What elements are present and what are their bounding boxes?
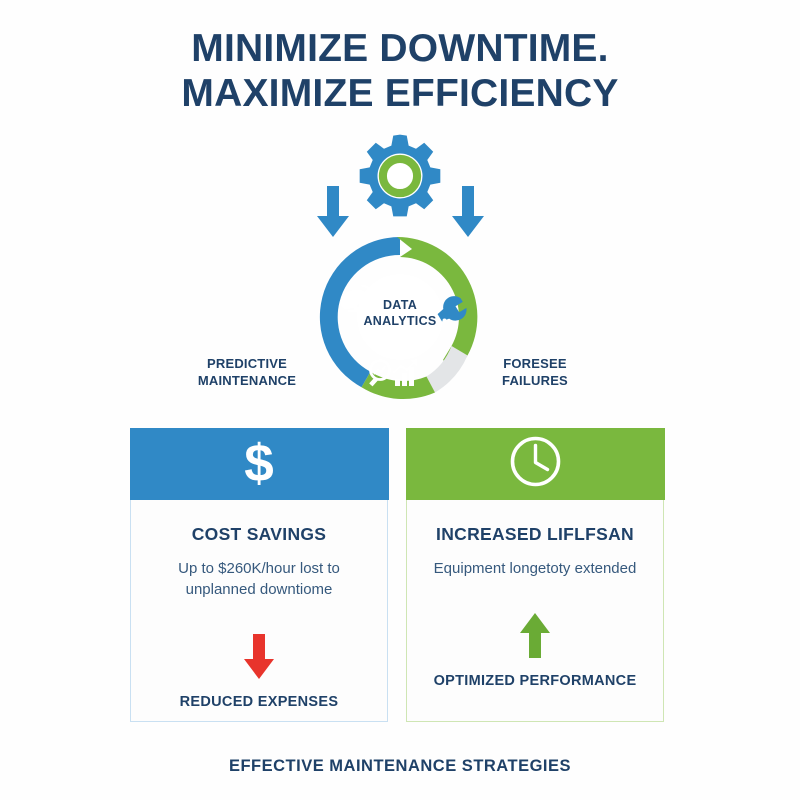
cost-savings-subtitle: Up to $260K/hour lost to unplanned downt…: [147, 558, 371, 600]
increased-lifespan-title: INCREASED LIFLFSAN: [436, 523, 634, 544]
chart-magnifier-icon: [369, 358, 418, 387]
footer-caption: EFFECTIVE MAINTENANCE STRATEGIES: [228, 757, 572, 775]
cost-savings-card: $ COST SAVINGS Up to $260K/hour lost to …: [129, 427, 389, 722]
predictive-maintenance-label-line-2: MAINTENANCE: [197, 373, 297, 388]
cost-savings-title: COST SAVINGS: [191, 523, 327, 544]
cycle-center-hub: [357, 274, 443, 360]
foresee-failures-label-line-1: FORESEE: [503, 356, 567, 371]
data-analytics-cycle-diagram: [315, 232, 485, 402]
cost-savings-card-body: COST SAVINGS Up to $260K/hour lost to un…: [131, 500, 387, 710]
gear-icon: [355, 131, 445, 221]
cost-savings-card-header: $: [129, 427, 389, 500]
arrow-down-left-icon: [316, 186, 350, 238]
dollar-sign-icon: $: [244, 434, 274, 493]
increased-lifespan-card-header: [405, 427, 665, 500]
cost-savings-subtitle-line-2: unplanned downtiome: [185, 580, 333, 598]
clock-icon: [508, 434, 563, 494]
page-title: MINIMIZE DOWNTIME. MAXIMIZE EFFICIENCY: [0, 26, 800, 116]
arrow-down-right-icon: [451, 186, 485, 238]
cycle-center-label: DATA ANALYTICS: [355, 297, 445, 329]
cost-savings-footer: REDUCED EXPENSES: [179, 693, 339, 710]
predictive-maintenance-label-line-1: PREDICTIVE: [206, 356, 287, 371]
arrow-up-icon: [520, 612, 550, 658]
foresee-failures-segment: [426, 346, 468, 393]
cycle-center-line-1: DATA: [382, 298, 418, 312]
headline-line-1: MINIMIZE DOWNTIME.: [191, 27, 609, 70]
predictive-maintenance-segment: [319, 236, 400, 388]
cost-savings-subtitle-line-1: Up to $260K/hour lost to: [178, 559, 340, 577]
optimized-performance-arrow: [423, 612, 647, 659]
headline-line-2: MAXIMIZE EFFICIENCY: [181, 72, 619, 115]
increased-lifespan-card-body: INCREASED LIFLFSAN Equipment longetoty e…: [407, 500, 663, 689]
arrow-down-icon: [244, 633, 274, 679]
foresee-failures-label-line-2: FAILURES: [502, 373, 568, 388]
increased-lifespan-subtitle: Equipment longetoty extended: [423, 558, 647, 579]
predictive-maintenance-label: PREDICTIVE MAINTENANCE: [182, 355, 312, 389]
cycle-center-line-2: ANALYTICS: [363, 314, 437, 328]
increased-lifespan-card: INCREASED LIFLFSAN Equipment longetoty e…: [405, 427, 665, 722]
wrench-icon: [437, 296, 467, 323]
satellite-dish-icon: [340, 284, 375, 313]
increased-lifespan-subtitle-line-1: Equipment longetoty extended: [433, 559, 637, 577]
foresee-failures-label: FORESEE FAILURES: [470, 355, 600, 389]
reduced-expenses-arrow: [147, 633, 371, 680]
increased-lifespan-footer: OPTIMIZED PERFORMANCE: [433, 672, 637, 689]
